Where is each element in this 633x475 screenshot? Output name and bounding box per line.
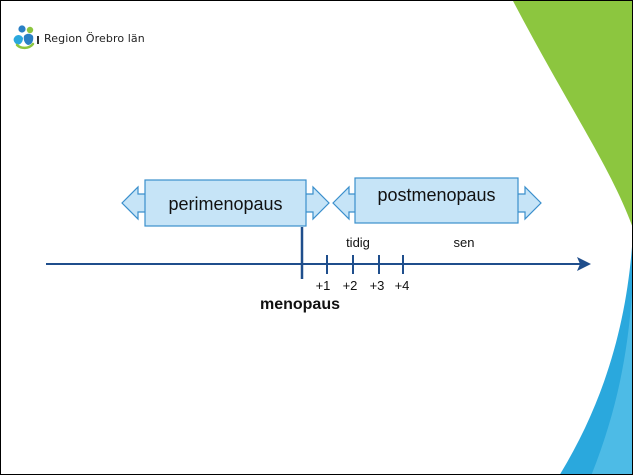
region-name: Region Örebro län bbox=[44, 31, 145, 45]
menopause-label: menopaus bbox=[260, 296, 340, 313]
tick-label: +4 bbox=[395, 278, 410, 293]
perimenopaus-label: perimenopaus bbox=[168, 194, 282, 214]
late-postmenopause-label: sen bbox=[454, 235, 475, 250]
timeline-arrowhead bbox=[577, 257, 591, 271]
tick-label: +1 bbox=[316, 278, 331, 293]
postmenopaus-label: postmenopaus bbox=[377, 185, 495, 205]
postmenopaus-box bbox=[354, 177, 519, 224]
region-logo-icon bbox=[13, 25, 39, 50]
tick-label: +3 bbox=[370, 278, 385, 293]
region-logo: Region Örebro län bbox=[11, 23, 145, 53]
blue-swoosh-highlight bbox=[591, 292, 632, 474]
tick-label: +2 bbox=[343, 278, 358, 293]
perimenopaus-box bbox=[144, 179, 307, 227]
green-swoosh bbox=[513, 1, 632, 226]
early-postmenopause-label: tidig bbox=[346, 235, 370, 250]
